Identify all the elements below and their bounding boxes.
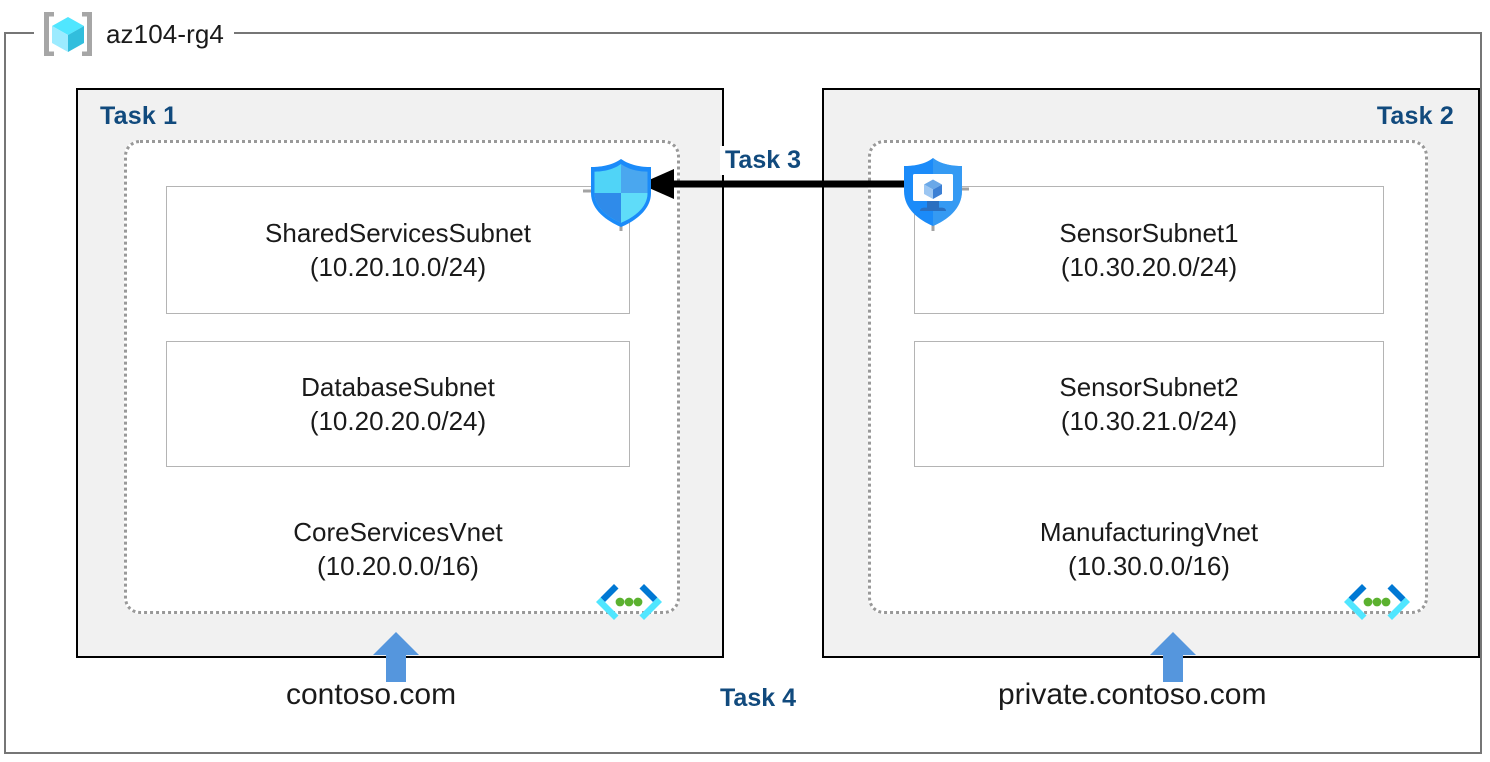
task-2-label: Task 2 <box>1376 102 1454 130</box>
subnet-sensorsubnet1: SensorSubnet1 (10.30.20.0/24) <box>914 186 1384 314</box>
up-arrow-icon <box>373 632 419 682</box>
network-security-group-shield-icon <box>583 155 659 231</box>
subnet-sensorsubnet2: SensorSubnet2 (10.30.21.0/24) <box>914 341 1384 467</box>
task-4-label: Task 4 <box>720 684 796 712</box>
vnet-cidr: (10.20.0.0/16) <box>317 551 479 582</box>
manufacturingvnet-caption: ManufacturingVnet (10.30.0.0/16) <box>914 515 1384 584</box>
up-arrow-icon <box>1150 632 1196 682</box>
dns-zone-label-contoso: contoso.com <box>286 678 457 711</box>
left-arrow-icon <box>640 166 925 202</box>
subnet-databasesubnet: DatabaseSubnet (10.20.20.0/24) <box>166 341 630 467</box>
subnet-name: SensorSubnet1 <box>1059 217 1239 248</box>
vnet-name: ManufacturingVnet <box>1039 517 1259 547</box>
task-1-label: Task 1 <box>100 102 178 130</box>
resource-group-frame <box>4 32 1482 754</box>
resource-group-name: az104-rg4 <box>106 18 224 49</box>
resource-group-header: az104-rg4 <box>34 6 234 62</box>
resource-group-cube-icon <box>40 9 96 59</box>
subnet-cidr: (10.30.20.0/24) <box>1060 252 1238 282</box>
subnet-sharedservicessubnet: SharedServicesSubnet (10.20.10.0/24) <box>166 186 630 314</box>
virtual-network-icon <box>594 580 664 624</box>
coreservicesvnet-caption: CoreServicesVnet (10.20.0.0/16) <box>166 515 630 584</box>
virtual-network-icon <box>1342 580 1412 624</box>
subnet-cidr: (10.20.20.0/24) <box>309 406 487 436</box>
subnet-name: DatabaseSubnet <box>301 371 495 402</box>
vnet-name: CoreServicesVnet <box>293 517 503 547</box>
subnet-cidr: (10.20.10.0/24) <box>309 252 487 282</box>
vnet-cidr: (10.30.0.0/16) <box>1068 551 1230 582</box>
subnet-name: SensorSubnet2 <box>1059 371 1239 402</box>
virtual-machine-shield-icon <box>897 155 969 231</box>
subnet-cidr: (10.30.21.0/24) <box>1060 406 1238 436</box>
subnet-name: SharedServicesSubnet <box>265 217 531 248</box>
dns-zone-label-private-contoso: private.contoso.com <box>998 678 1267 711</box>
task-3-label: Task 3 <box>720 146 806 175</box>
